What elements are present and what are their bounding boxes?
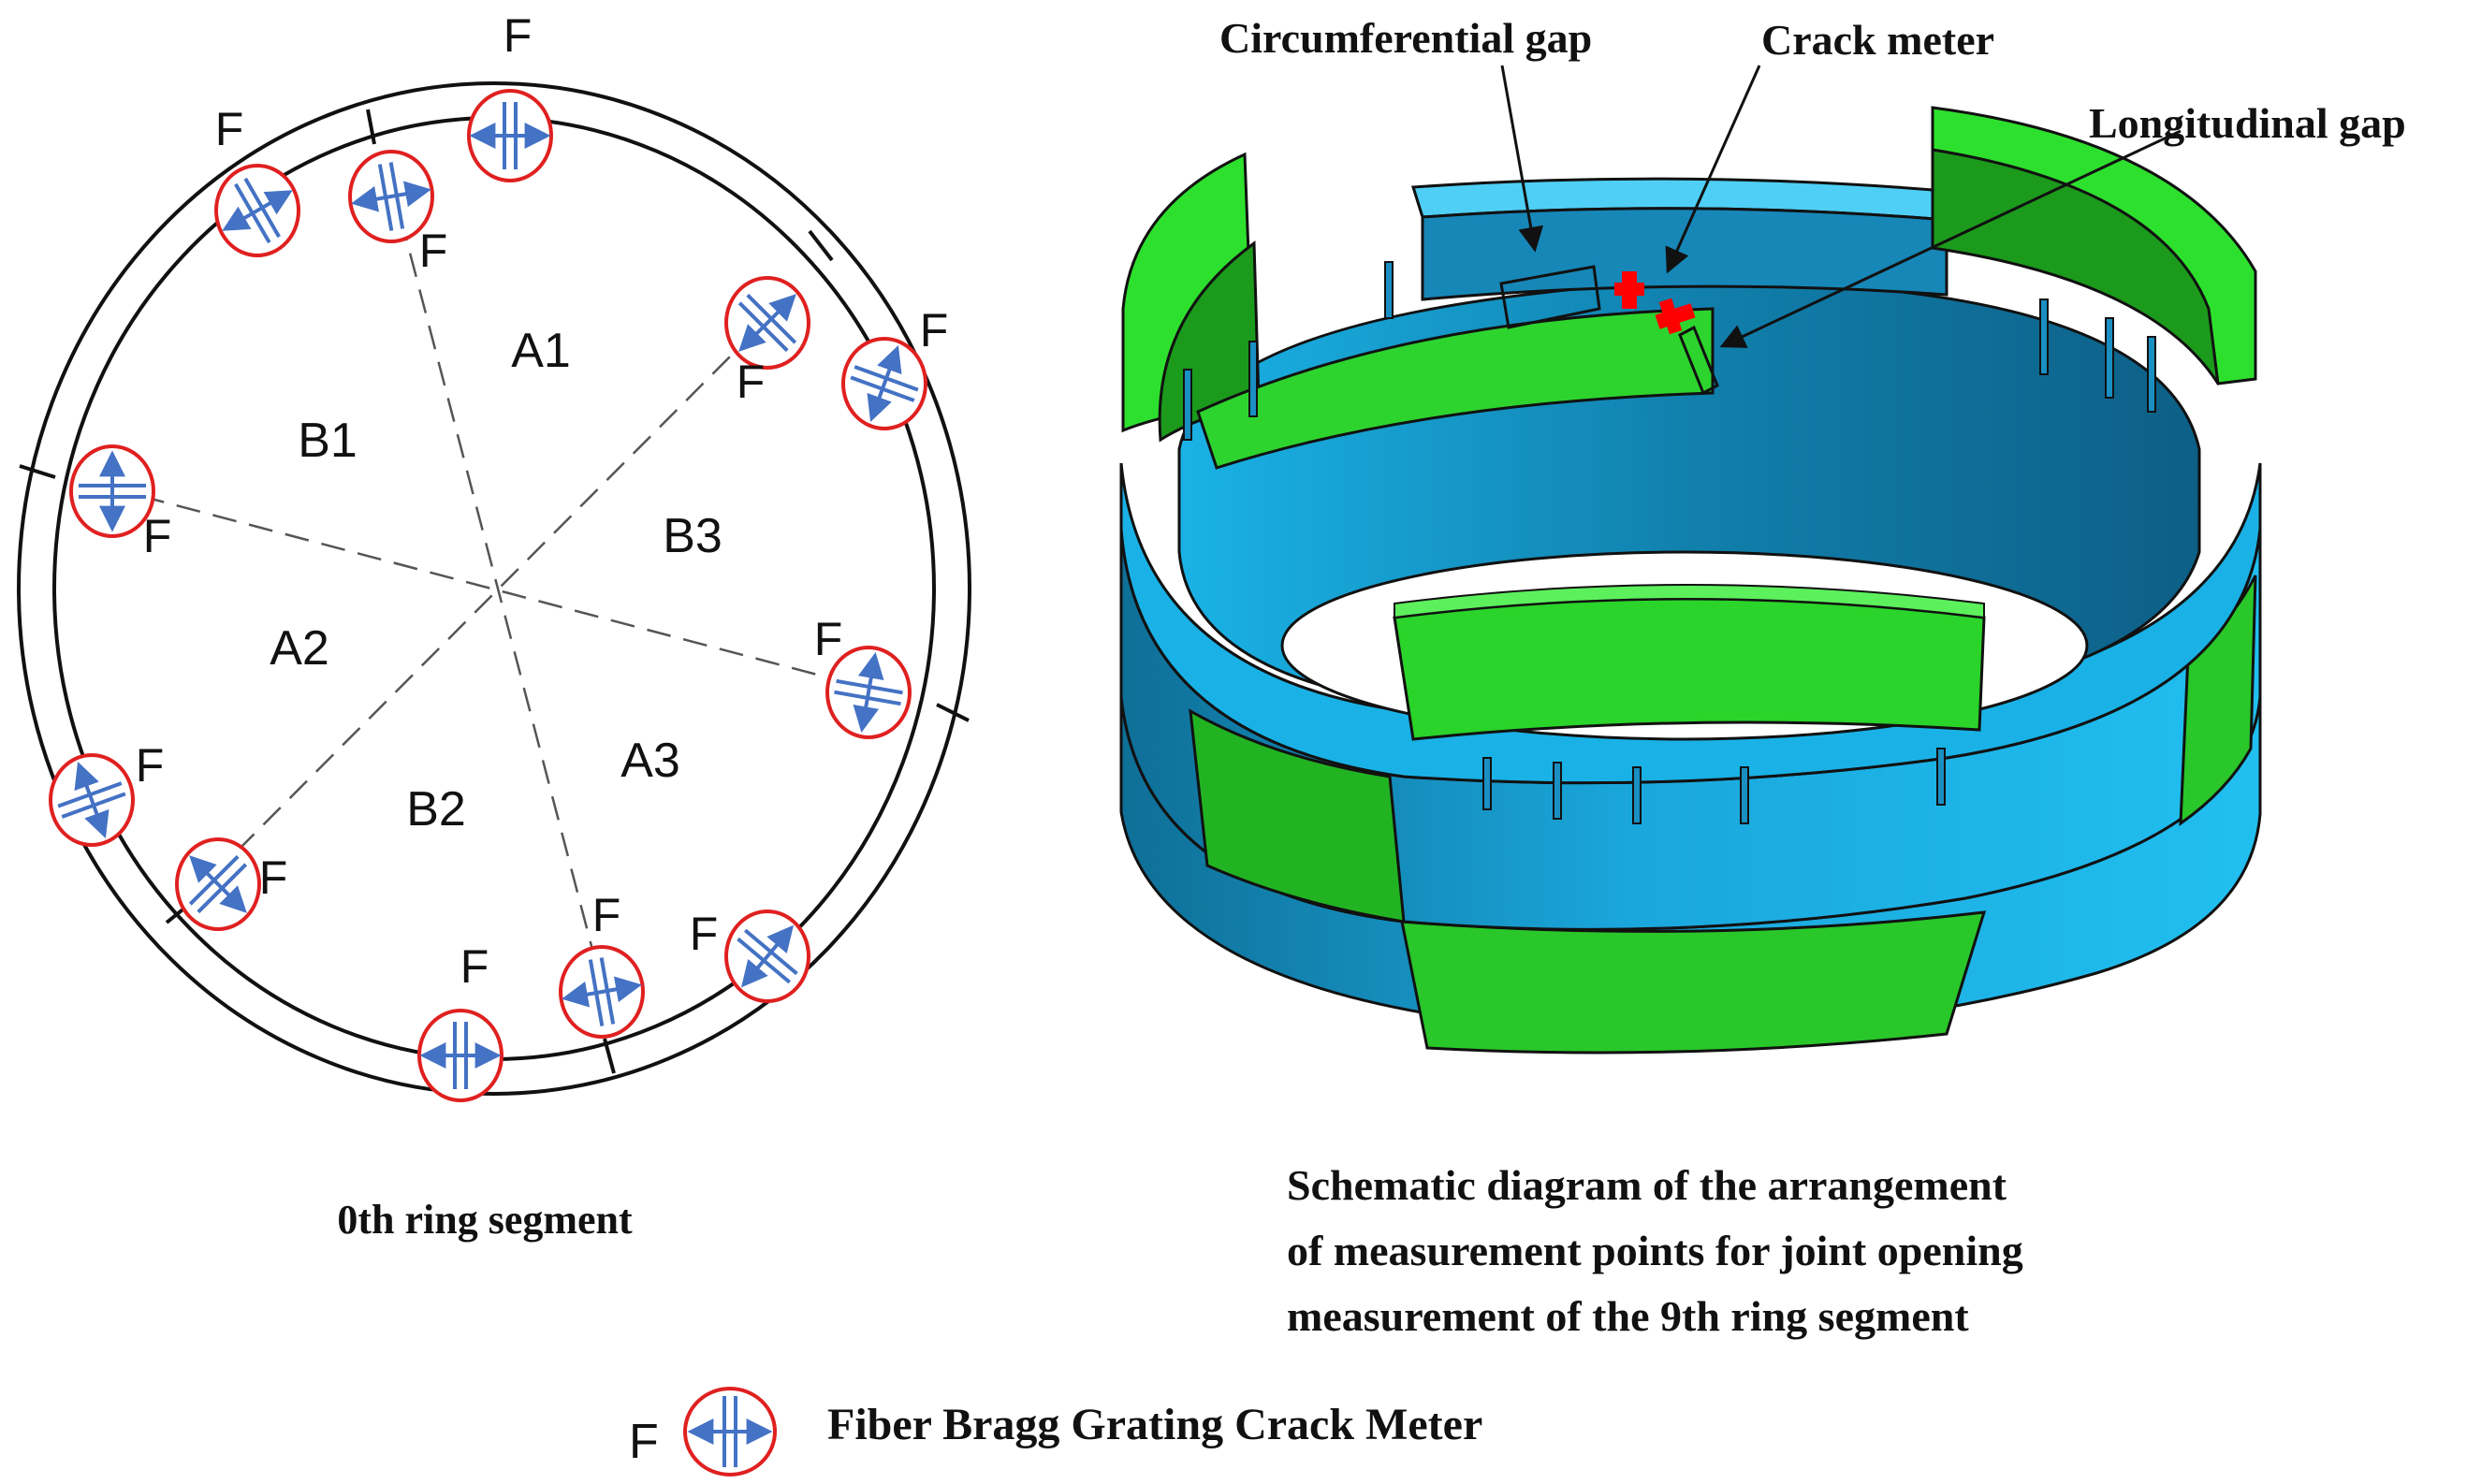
sensor-glyph xyxy=(850,345,919,422)
connecting-bolts xyxy=(1183,261,2156,824)
ring-0-cross-section: A1 B1 B3 A2 A3 B2 F F F F F F F F F F F F 0th ring … xyxy=(17,9,971,1243)
segment-label-b1: B1 xyxy=(298,414,358,468)
segment-label-b2: B2 xyxy=(406,782,466,837)
gap-markers xyxy=(1499,265,1719,396)
circumferential-gap-box xyxy=(1499,265,1601,329)
sensor-glyph xyxy=(737,924,798,988)
legend-sensor-icon xyxy=(683,1387,777,1477)
top-green-segment-right-face xyxy=(1931,148,2220,385)
crack-meter-sensor-11 xyxy=(417,1009,503,1102)
sensor-label-2: F xyxy=(215,103,244,155)
crack-meter-sensor-1 xyxy=(467,89,553,182)
monitored-green-segment xyxy=(1196,307,1715,470)
crack-meter-sensor-2 xyxy=(214,164,300,257)
sensor-label-8: F xyxy=(136,739,165,792)
crack-meter-markers xyxy=(1614,271,1696,335)
front-green-segment xyxy=(1393,597,1986,741)
sensor-label-5: F xyxy=(920,304,949,356)
sensor-glyph xyxy=(469,102,551,169)
sensor-label-6: F xyxy=(143,510,172,562)
crack-meter-sensor-7 xyxy=(825,646,912,739)
front-green-segment-top xyxy=(1394,584,1985,619)
ring-0-caption: 0th ring segment xyxy=(337,1197,633,1243)
sensor-glyph xyxy=(419,1022,502,1089)
longitudinal-gap-label: Longitudinal gap xyxy=(2089,99,2406,147)
legend-description: Fiber Bragg Grating Crack Meter xyxy=(827,1400,1482,1449)
sensor-label-11: F xyxy=(460,940,489,993)
legend: F Fiber Bragg Grating Crack Meter xyxy=(629,1387,1482,1477)
sensor-label-4: F xyxy=(737,356,766,408)
crack-meter-sensor-4 xyxy=(724,276,810,370)
callout-arrows xyxy=(1500,65,2182,348)
sensor-label-10: F xyxy=(592,889,621,941)
sensor-glyph xyxy=(351,162,431,231)
sensor-glyph xyxy=(834,652,903,733)
segment-label-b3: B3 xyxy=(663,509,722,563)
sensor-glyph xyxy=(79,450,146,532)
crack-meter-sensor-6 xyxy=(69,444,155,538)
crack-meter-sensor-10 xyxy=(559,945,645,1039)
sensor-glyph xyxy=(222,177,293,244)
crack-meter-sensor-8 xyxy=(49,753,135,847)
ring-9-schematic: Circumferential gap Crack meter Longitud… xyxy=(1119,14,2406,1340)
longitudinal-gap-box xyxy=(1678,325,1719,396)
segment-label-a3: A3 xyxy=(620,734,680,788)
legend-symbol-label: F xyxy=(629,1415,659,1469)
crack-meter-sensor-9 xyxy=(175,837,261,931)
ring-9-caption-line-2: of measurement points for joint opening xyxy=(1287,1227,2023,1274)
segment-label-a2: A2 xyxy=(270,621,329,676)
sensor-glyph xyxy=(57,762,126,838)
ring-9-caption-line-1: Schematic diagram of the arrangement xyxy=(1287,1161,2007,1209)
crack-meter-sensor-12 xyxy=(724,909,810,1003)
sensor-markers: F F F F F F F F F F F F xyxy=(49,9,949,1102)
circumferential-gap-label: Circumferential gap xyxy=(1219,14,1592,62)
sensor-label-9: F xyxy=(259,851,288,904)
lower-ring-green-segment xyxy=(1400,910,1987,1055)
inner-ring-edge xyxy=(52,116,936,1061)
segment-labels: A1 B1 B3 A2 A3 B2 xyxy=(270,324,722,837)
outer-ring-edge xyxy=(17,81,971,1096)
crack-meter-label: Crack meter xyxy=(1761,16,1994,64)
crack-meter-sensor-5 xyxy=(841,337,927,430)
sensor-label-7: F xyxy=(814,613,843,665)
crack-meter-sensor-3 xyxy=(348,150,434,243)
middle-ring-green-left xyxy=(1189,708,1406,924)
sensor-label-1: F xyxy=(503,9,533,62)
segment-axes xyxy=(139,216,871,1026)
sensor-label-12: F xyxy=(690,908,719,960)
segment-label-a1: A1 xyxy=(511,324,571,378)
callout-labels: Circumferential gap Crack meter Longitud… xyxy=(1219,14,2406,147)
sensor-glyph xyxy=(562,957,642,1026)
ring-9-caption-line-3: measurement of the 9th ring segment xyxy=(1287,1292,1969,1340)
sensor-glyph xyxy=(737,293,797,353)
ring-9-caption: Schematic diagram of the arrangement of … xyxy=(1287,1161,2023,1340)
segment-joints xyxy=(19,109,970,1074)
sensor-label-3: F xyxy=(419,225,448,277)
sensor-glyph xyxy=(188,854,248,914)
